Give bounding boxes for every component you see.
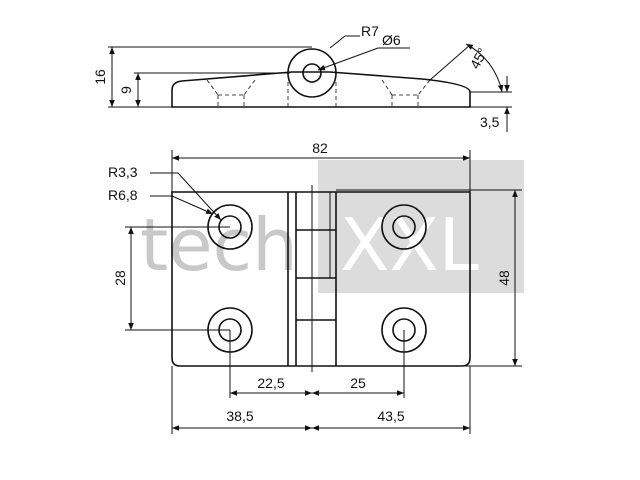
side-view-knuckle (287, 48, 337, 98)
front-view: 82 48 28 R3,3 R6,8 22,5 25 38,5 43,5 (108, 140, 522, 434)
dim-hole-spacing-vertical: 28 (112, 270, 128, 286)
watermark-box (318, 160, 524, 293)
dim-chamfer-angle: 45° (467, 45, 491, 71)
dim-overall-height: 48 (496, 270, 512, 286)
label-knuckle-radius: R7 (361, 23, 379, 39)
dim-thickness: 3,5 (480, 114, 500, 130)
watermark-text-right: XXL (340, 203, 479, 287)
dim-leaf-width-left: 38,5 (226, 408, 253, 424)
label-pin-diameter: Ø6 (382, 32, 401, 48)
watermark-text-left: tech (140, 203, 298, 287)
label-counterbore-radius: R6,8 (108, 187, 138, 203)
dim-hole-offset-right: 25 (350, 375, 366, 391)
side-view: 16 9 3,5 45° R7 Ø6 (92, 23, 512, 132)
label-hole-radius: R3,3 (108, 164, 138, 180)
watermark: tech XXL (140, 160, 524, 293)
dim-leaf-width-right: 43,5 (377, 408, 404, 424)
side-view-leaf-outline (171, 71, 471, 108)
hole-top-right (381, 204, 427, 250)
side-view-pin-hole (302, 63, 322, 83)
dim-total-height: 16 (92, 69, 108, 85)
dim-leaf-height: 9 (118, 86, 134, 94)
dim-overall-width: 82 (312, 140, 328, 156)
dim-hole-offset-left: 22,5 (257, 375, 284, 391)
